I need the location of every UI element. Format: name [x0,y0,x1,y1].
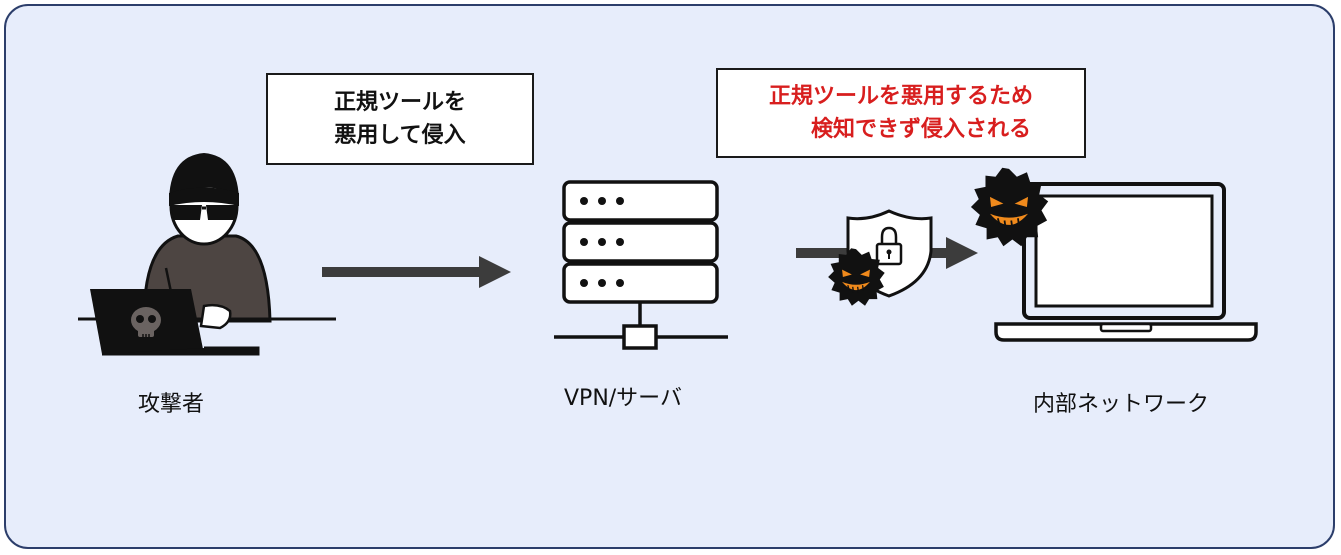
laptop-icon [994,182,1258,342]
callout-undetected-line2: 検知できず侵入される [810,117,1031,142]
server-icon [554,180,728,350]
malware-icon [970,166,1050,248]
callout-undetected: 正規ツールを悪用するため 検知できず侵入される [716,68,1086,158]
callout-abuse-line1: 正規ツールを [333,90,466,115]
callout-abuse: 正規ツールを 悪用して侵入 [266,73,534,165]
diagram-graphics [78,153,1258,356]
vpn-server-label: VPN/サーバ [564,386,682,411]
diagram-frame: 正規ツールを 悪用して侵入 正規ツールを悪用するため 検知できず侵入される 攻撃… [4,4,1335,549]
callout-undetected-line1: 正規ツールを悪用するため [768,84,1033,109]
internal-network-label: 内部ネットワーク [1033,392,1210,417]
skull-icon [131,307,161,338]
attacker-label: 攻撃者 [138,392,205,417]
arrow-right-icon [322,256,511,288]
callout-abuse-line2: 悪用して侵入 [334,123,466,148]
hacker-icon [78,153,336,356]
